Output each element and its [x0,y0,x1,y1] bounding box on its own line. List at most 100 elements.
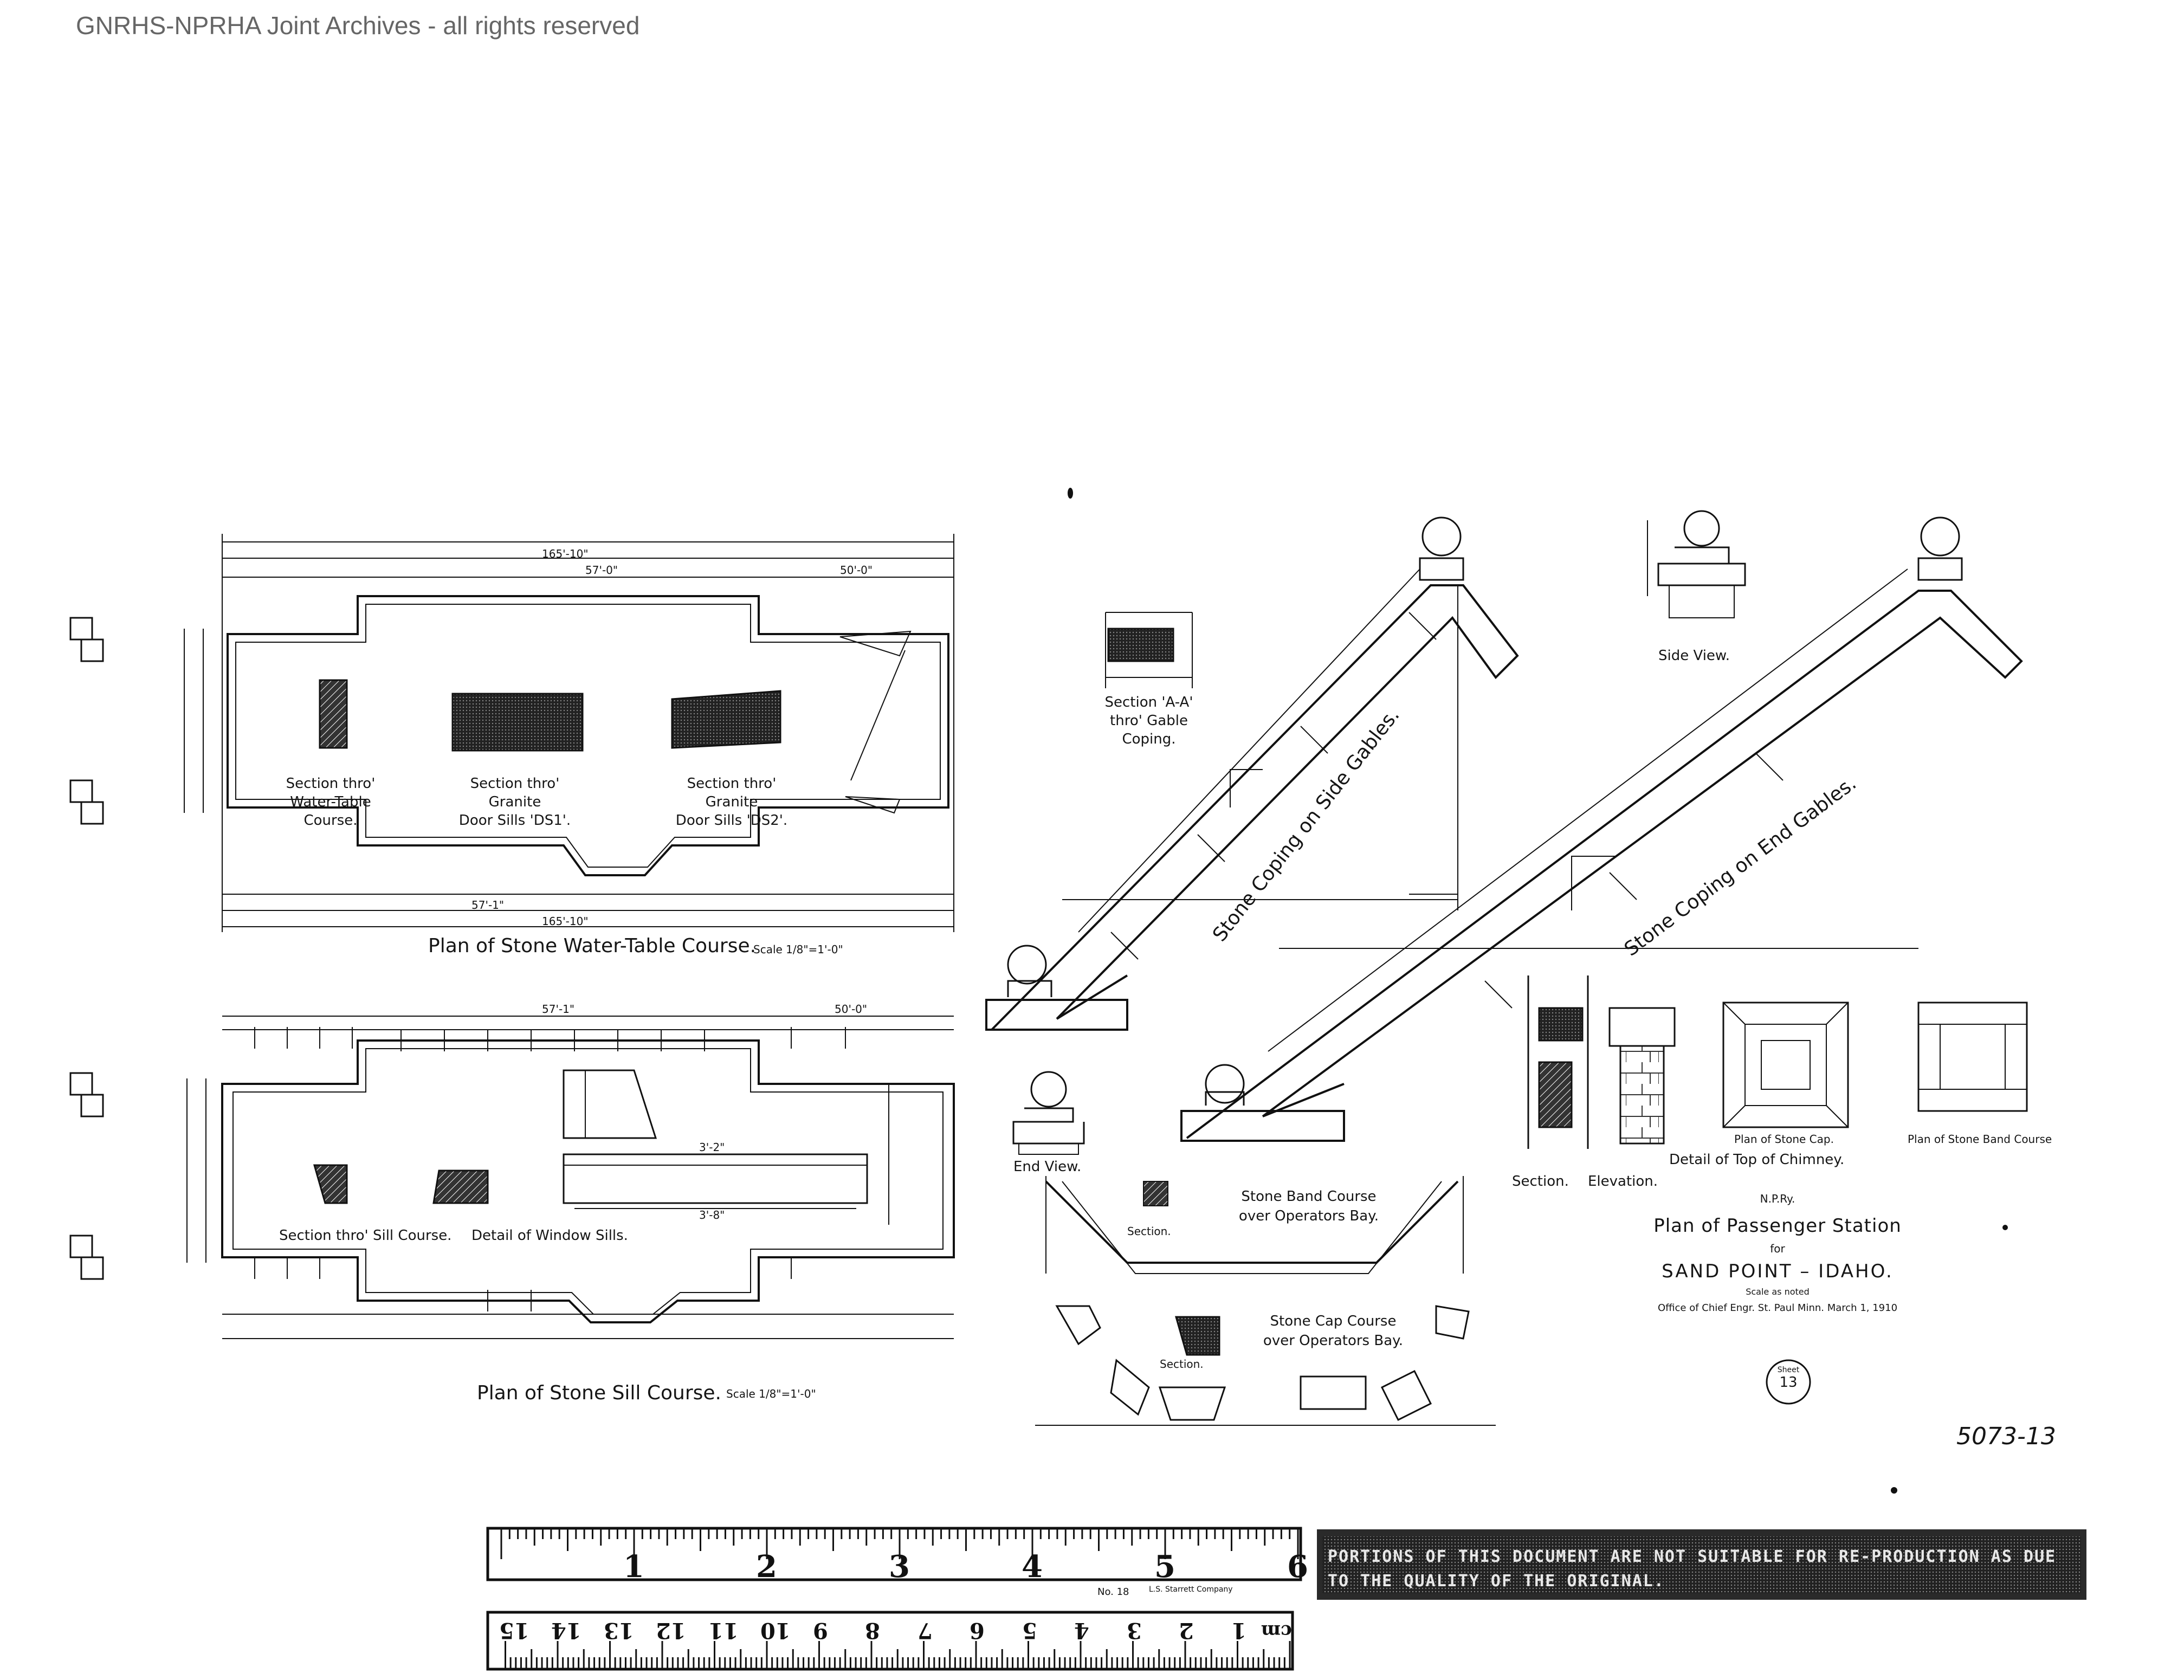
sill-plan-scale: Scale 1/8"=1'-0" [726,1387,816,1400]
cap-section-hatch [1175,1316,1220,1356]
title-line1: Plan of Passenger Station [1653,1215,1902,1237]
sill-plan-title: Plan of Stone Sill Course. [477,1382,722,1404]
ruler-inch-number: 4 [1022,1549,1043,1585]
water-table-plan-scale: Scale 1/8"=1'-0" [753,943,843,956]
section-ds1-line2: Door Sills 'DS1'. [458,812,571,829]
ruler-cm-number: 9 [812,1618,828,1643]
sill-plan [186,1016,955,1339]
band-course-plan [1045,1176,1464,1274]
chimney-detail-label: Detail of Top of Chimney. [1669,1152,1845,1168]
cap-course-label: Stone Cap Course over Operators Bay. [1257,1311,1409,1351]
ruler-cm-number: 15 [499,1618,529,1643]
sheet-circle [1766,1359,1811,1405]
band-course-line1: Stone Band Course [1241,1188,1377,1205]
dim-wt-top-1: 165'-10" [542,547,589,560]
dim-wt-top-3: 50'-0" [840,564,873,577]
ruler-cm-number: 7 [917,1618,933,1643]
section-aa-line1: Section 'A-A' [1104,694,1193,710]
ruler-cm-number: 4 [1074,1618,1089,1643]
title-scale-note: Scale as noted [1746,1287,1810,1297]
chimney-section [1527,975,1589,1149]
sheet-number: 13 [1779,1374,1798,1391]
dim-sill-4: 3'-8" [699,1209,725,1222]
dim-sill-2: 50'-0" [835,1003,868,1016]
water-table-plan [184,534,954,932]
dim-sill-3: 3'-2" [699,1141,725,1154]
end-gable-coping [1180,516,2023,1142]
section-ds2-label: Section thro' Granite Door Sills 'DS2'. [661,775,802,830]
stone-band-plan [1917,1001,2028,1112]
dim-sill-1: 57'-1" [542,1003,575,1016]
ruler-cm-number: 1 [1231,1618,1246,1643]
chimney-elevation [1608,1007,1676,1145]
dim-wt-bottom-2: 165'-10" [542,915,589,928]
section-ds1-label: Section thro' Granite Door Sills 'DS1'. [444,775,585,830]
ruler-cm-number: 12 [656,1618,686,1643]
stone-cap-plan-label: Plan of Stone Cap. [1734,1133,1834,1146]
dim-wt-bottom-1: 57'-1" [471,899,505,912]
end-view-label: End View. [1013,1159,1082,1175]
section-ds1-hatch [451,693,584,752]
ruler-inch-number: 6 [1287,1549,1308,1585]
stone-cap-plan [1722,1001,1849,1128]
section-water-table-hatch [319,679,348,749]
chimney-elevation-label: Elevation. [1588,1173,1658,1190]
section-aa-line2: thro' Gable Coping. [1110,712,1188,747]
ruler-cm-number: 10 [760,1618,791,1643]
window-sill-detail-label: Detail of Window Sills. [471,1227,628,1244]
cap-course-line2: over Operators Bay. [1263,1333,1404,1349]
ruler-cm-number: 3 [1126,1618,1142,1643]
finial-end-view [1012,1071,1085,1155]
railway-name: N.P.Ry. [1760,1192,1795,1205]
section-aa-label: Section 'A-A' thro' Gable Coping. [1089,694,1209,748]
ruler-inch-number: 1 [623,1549,644,1585]
band-course-label: Stone Band Course over Operators Bay. [1230,1187,1387,1226]
cap-section-label: Section. [1160,1358,1204,1371]
dim-wt-top-2: 57'-0" [585,564,618,577]
section-sill-label: Section thro' Sill Course. [279,1227,452,1244]
ruler-model-number: No. 18 [1097,1586,1129,1598]
water-table-plan-title: Plan of Stone Water-Table Course. [428,935,757,957]
section-ds2-line1: Section thro' Granite [687,776,777,810]
finial-side-view [1647,510,1746,618]
title-block: N.P.Ry. Plan of Passenger Station for SA… [1642,1192,1913,1314]
ruler-cm-number: 6 [970,1618,985,1643]
cap-course-line1: Stone Cap Course [1270,1313,1397,1329]
band-course-line2: over Operators Bay. [1238,1208,1379,1225]
side-view-label: Side View. [1658,648,1730,664]
section-ds2-hatch [671,690,781,749]
section-water-table-line2: Course. [303,812,358,829]
section-ds1-line1: Section thro' Granite [470,776,560,810]
stone-band-plan-label: Plan of Stone Band Course [1908,1133,2052,1146]
sheet-badge: Sheet 13 [1767,1366,1810,1391]
ruler-cm-number: 5 [1022,1618,1037,1643]
section-water-table-line1: Section thro' Water-Table [286,776,376,810]
ruler-cm-number: 8 [865,1618,880,1643]
section-ds2-line2: Door Sills 'DS2'. [675,812,788,829]
archive-watermark: GNRHS-NPRHA Joint Archives - all rights … [76,11,640,40]
reproduction-notice: PORTIONS OF THIS DOCUMENT ARE NOT SUITAB… [1328,1547,2057,1591]
gable-coping-section-hatch [1107,628,1174,662]
title-location: SAND POINT – IDAHO. [1662,1261,1894,1282]
chimney-section-label: Section. [1512,1173,1569,1190]
ruler-cm-number: 13 [603,1618,634,1643]
section-water-table-label: Section thro' Water-Table Course. [276,775,385,830]
ruler-cm-number: 14 [551,1618,581,1643]
cap-course-plan [1035,1305,1496,1426]
section-sill-hatch [313,1164,348,1204]
title-for: for [1770,1242,1785,1255]
title-office: Office of Chief Engr. St. Paul Minn. Mar… [1657,1302,1898,1314]
section-aa [1105,612,1193,688]
ruler-inch-number: 5 [1154,1549,1175,1585]
ruler-cm-number: 2 [1179,1618,1194,1643]
ruler-inch-number: 2 [756,1549,777,1585]
sheet-label: Sheet [1777,1366,1800,1374]
ruler-inch-number: 3 [889,1549,910,1585]
window-sill-hatch [432,1169,489,1204]
ruler-cm-unit: cm [1261,1620,1292,1642]
drawing-number: 5073-13 [1956,1423,2056,1450]
band-section-hatch [1143,1181,1168,1206]
ruler-cm-number: 11 [708,1618,739,1643]
band-section-label: Section. [1127,1225,1171,1238]
